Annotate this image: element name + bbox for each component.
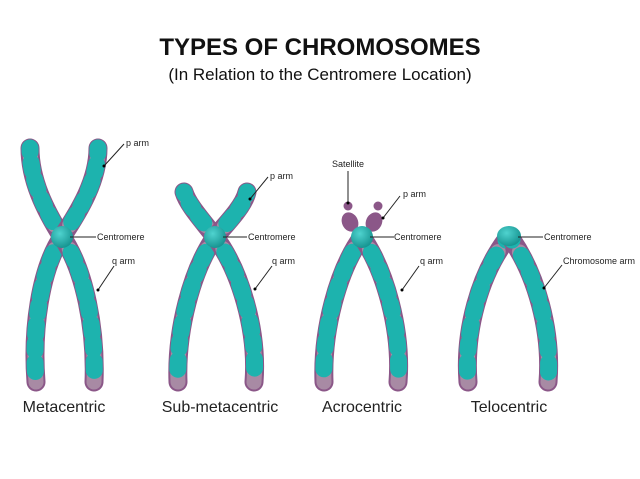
arm-bands xyxy=(206,228,264,391)
acrocentric-chromosome: Satellite p arm Centromere q arm Acrocen… xyxy=(314,159,443,416)
sub-metacentric-chromosome: p arm Centromere q arm Sub-metacentric xyxy=(162,171,296,416)
chromosome-arms xyxy=(20,138,108,392)
arm-bands xyxy=(315,228,371,391)
centromere xyxy=(351,226,373,248)
arm-bands xyxy=(53,228,103,391)
centromere-label: Centromere xyxy=(97,232,145,242)
satellite xyxy=(373,201,383,211)
centromere xyxy=(204,226,226,248)
arm-bands xyxy=(458,231,515,391)
chromosome-arms xyxy=(457,230,559,392)
p-arm xyxy=(341,212,359,232)
arm-bands xyxy=(26,228,71,391)
arm-bands xyxy=(53,139,107,246)
q-arm-label: q arm xyxy=(420,256,443,266)
centromere xyxy=(497,226,521,246)
p-arm-label: p arm xyxy=(270,171,293,181)
centromere xyxy=(51,226,73,248)
metacentric-chromosome: p arm Centromere q arm Metacentric xyxy=(20,138,149,416)
centromere-label: Centromere xyxy=(248,232,296,242)
q-arm-label: q arm xyxy=(272,256,295,266)
type-label: Sub-metacentric xyxy=(162,399,279,416)
arm-bands xyxy=(353,228,408,391)
type-label: Telocentric xyxy=(471,399,547,416)
arm-bands xyxy=(169,228,224,391)
q-arm-label: q arm xyxy=(112,256,135,266)
satellite-label: Satellite xyxy=(332,159,364,169)
page-title: TYPES OF CHROMOSOMES xyxy=(159,34,480,61)
arm-bands xyxy=(21,139,71,246)
p-arm-label: p arm xyxy=(403,189,426,199)
satellite xyxy=(343,201,353,211)
centromere-label: Centromere xyxy=(544,232,592,242)
p-arm-label: p arm xyxy=(126,138,149,148)
page-subtitle: (In Relation to the Centromere Location) xyxy=(168,65,471,84)
type-label: Metacentric xyxy=(23,399,106,416)
chromosome-arm-label: Chromosome arm xyxy=(563,256,635,266)
type-label: Acrocentric xyxy=(322,399,402,416)
chromosome-arms xyxy=(168,182,265,392)
chromosome-arms xyxy=(314,227,409,392)
arm-bands xyxy=(503,231,558,391)
p-arm xyxy=(365,212,383,232)
centromere-label: Centromere xyxy=(394,232,442,242)
telocentric-chromosome: Centromere Chromosome arm Telocentric xyxy=(457,226,635,416)
